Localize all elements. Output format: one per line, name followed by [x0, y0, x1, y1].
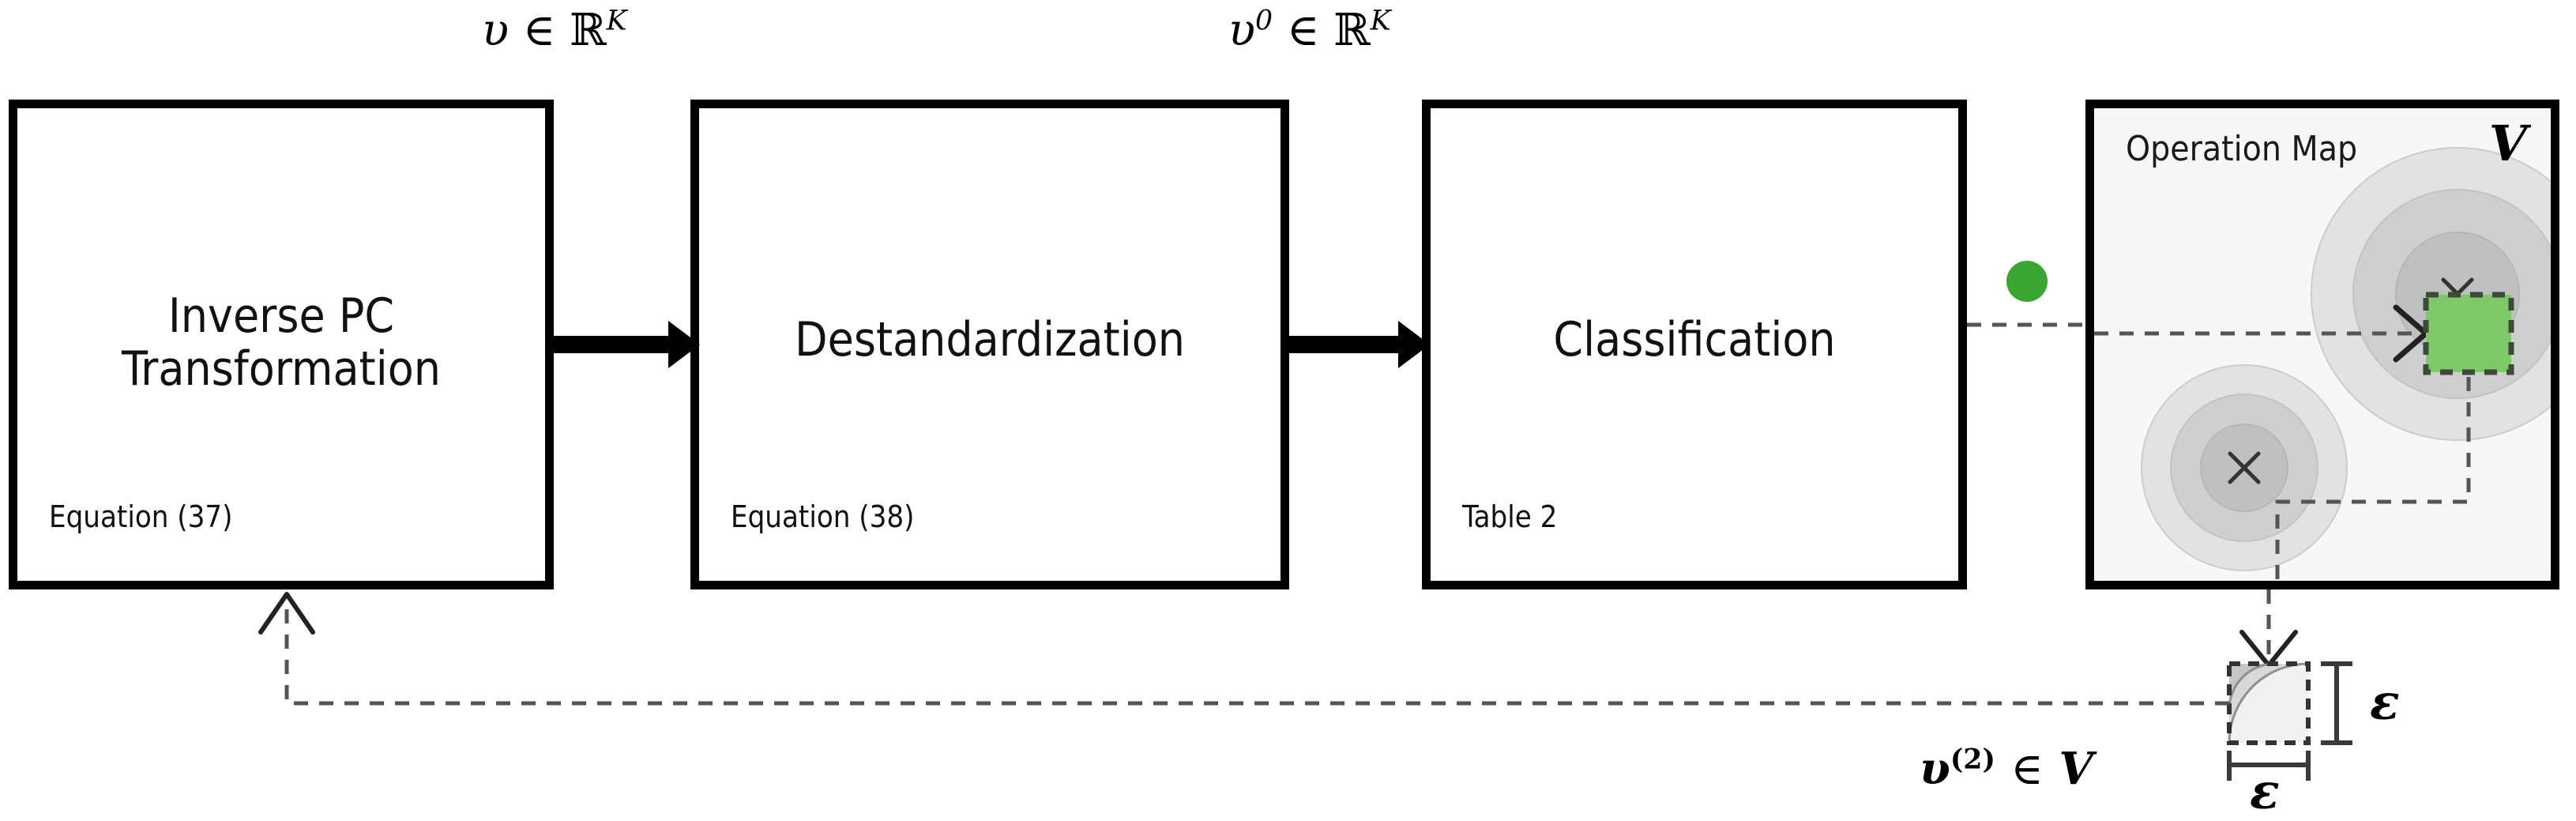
feedback-output-label: υ(2) ∈ V	[1920, 743, 2093, 795]
map-outgoing-dashed-route	[2275, 377, 2471, 581]
feedback-output-relation: ∈	[2010, 744, 2044, 795]
edge-label-upsilon-relation: ∈	[522, 5, 556, 56]
block-classification-subtitle: Table 2	[1462, 499, 1558, 534]
block-destandardization-title: Destandardization	[795, 312, 1185, 367]
block-inverse-pc-title: Inverse PC Transformation	[122, 288, 441, 397]
epsilon-height-bracket	[2321, 661, 2352, 745]
cluster-upper-ring-inner	[2395, 232, 2520, 356]
edge-label-upsilon-set-exponent: K	[606, 5, 627, 37]
cluster-lower-centroid-cross	[2228, 451, 2261, 484]
edge-label-upsilon0-relation: ∈	[1286, 5, 1320, 56]
epsilon-width-label: ε	[2250, 763, 2280, 820]
edge-label-upsilon-symbol: υ	[482, 5, 510, 56]
edge-label-upsilon0-exponent: 0	[1255, 5, 1273, 37]
block-destandardization-subtitle: Equation (38)	[731, 499, 915, 534]
edge-label-upsilon: υ ∈ ℝK	[482, 5, 627, 56]
cluster-upper-ring-mid	[2352, 189, 2551, 399]
epsilon-cell-border	[2227, 661, 2311, 745]
arrowhead-feedback-into-inverse-pc	[258, 592, 315, 635]
cluster-lower-ring-inner	[2200, 424, 2288, 512]
cluster-upper-centroid-cross	[2441, 277, 2474, 311]
cluster-lower-ring-mid	[2170, 394, 2318, 542]
feedback-output-set: V	[2059, 743, 2093, 795]
epsilon-cell-arc-inner	[2228, 662, 2276, 710]
dashed-feedback-route	[284, 601, 2229, 706]
block-classification[interactable]: Classification Table 2	[1422, 100, 1967, 589]
operation-map-label: Operation Map	[2126, 129, 2358, 169]
operation-map-panel[interactable]: Operation Map V	[2085, 100, 2559, 589]
arrowhead-into-epsilon-cell	[2239, 630, 2298, 668]
epsilon-cell-shade-dark	[2229, 664, 2275, 710]
block-inverse-pc-transformation[interactable]: Inverse PC Transformation Equation (37)	[9, 100, 554, 589]
edge-label-upsilon0: υ0 ∈ ℝK	[1228, 5, 1391, 56]
cluster-upper-ring-outer	[2311, 147, 2551, 441]
epsilon-cell-background	[2229, 664, 2308, 743]
operation-map-set-symbol: V	[2488, 115, 2527, 172]
map-incoming-arrowhead	[2393, 304, 2429, 363]
edge-label-upsilon0-set-exponent: K	[1370, 5, 1391, 37]
edge-label-upsilon0-set: ℝ	[1333, 5, 1371, 56]
feedback-output-symbol: υ	[1920, 743, 1950, 795]
edge-label-upsilon0-symbol: υ	[1228, 5, 1256, 56]
cluster-lower-ring-outer	[2141, 364, 2348, 571]
block-inverse-pc-subtitle: Equation (37)	[49, 499, 233, 534]
operation-map-graphics	[2094, 147, 2551, 581]
epsilon-height-label: ε	[2370, 673, 2400, 731]
edge-label-upsilon-set: ℝ	[570, 5, 607, 56]
green-status-dot	[2006, 261, 2048, 302]
block-destandardization[interactable]: Destandardization Equation (38)	[690, 100, 1289, 589]
block-classification-title: Classification	[1553, 312, 1836, 367]
feedback-output-exponent: (2)	[1950, 743, 1995, 776]
epsilon-cell-shade-mid	[2229, 664, 2308, 743]
selected-operation-cell	[2423, 292, 2514, 375]
epsilon-cell-arc-outer	[2228, 662, 2309, 744]
